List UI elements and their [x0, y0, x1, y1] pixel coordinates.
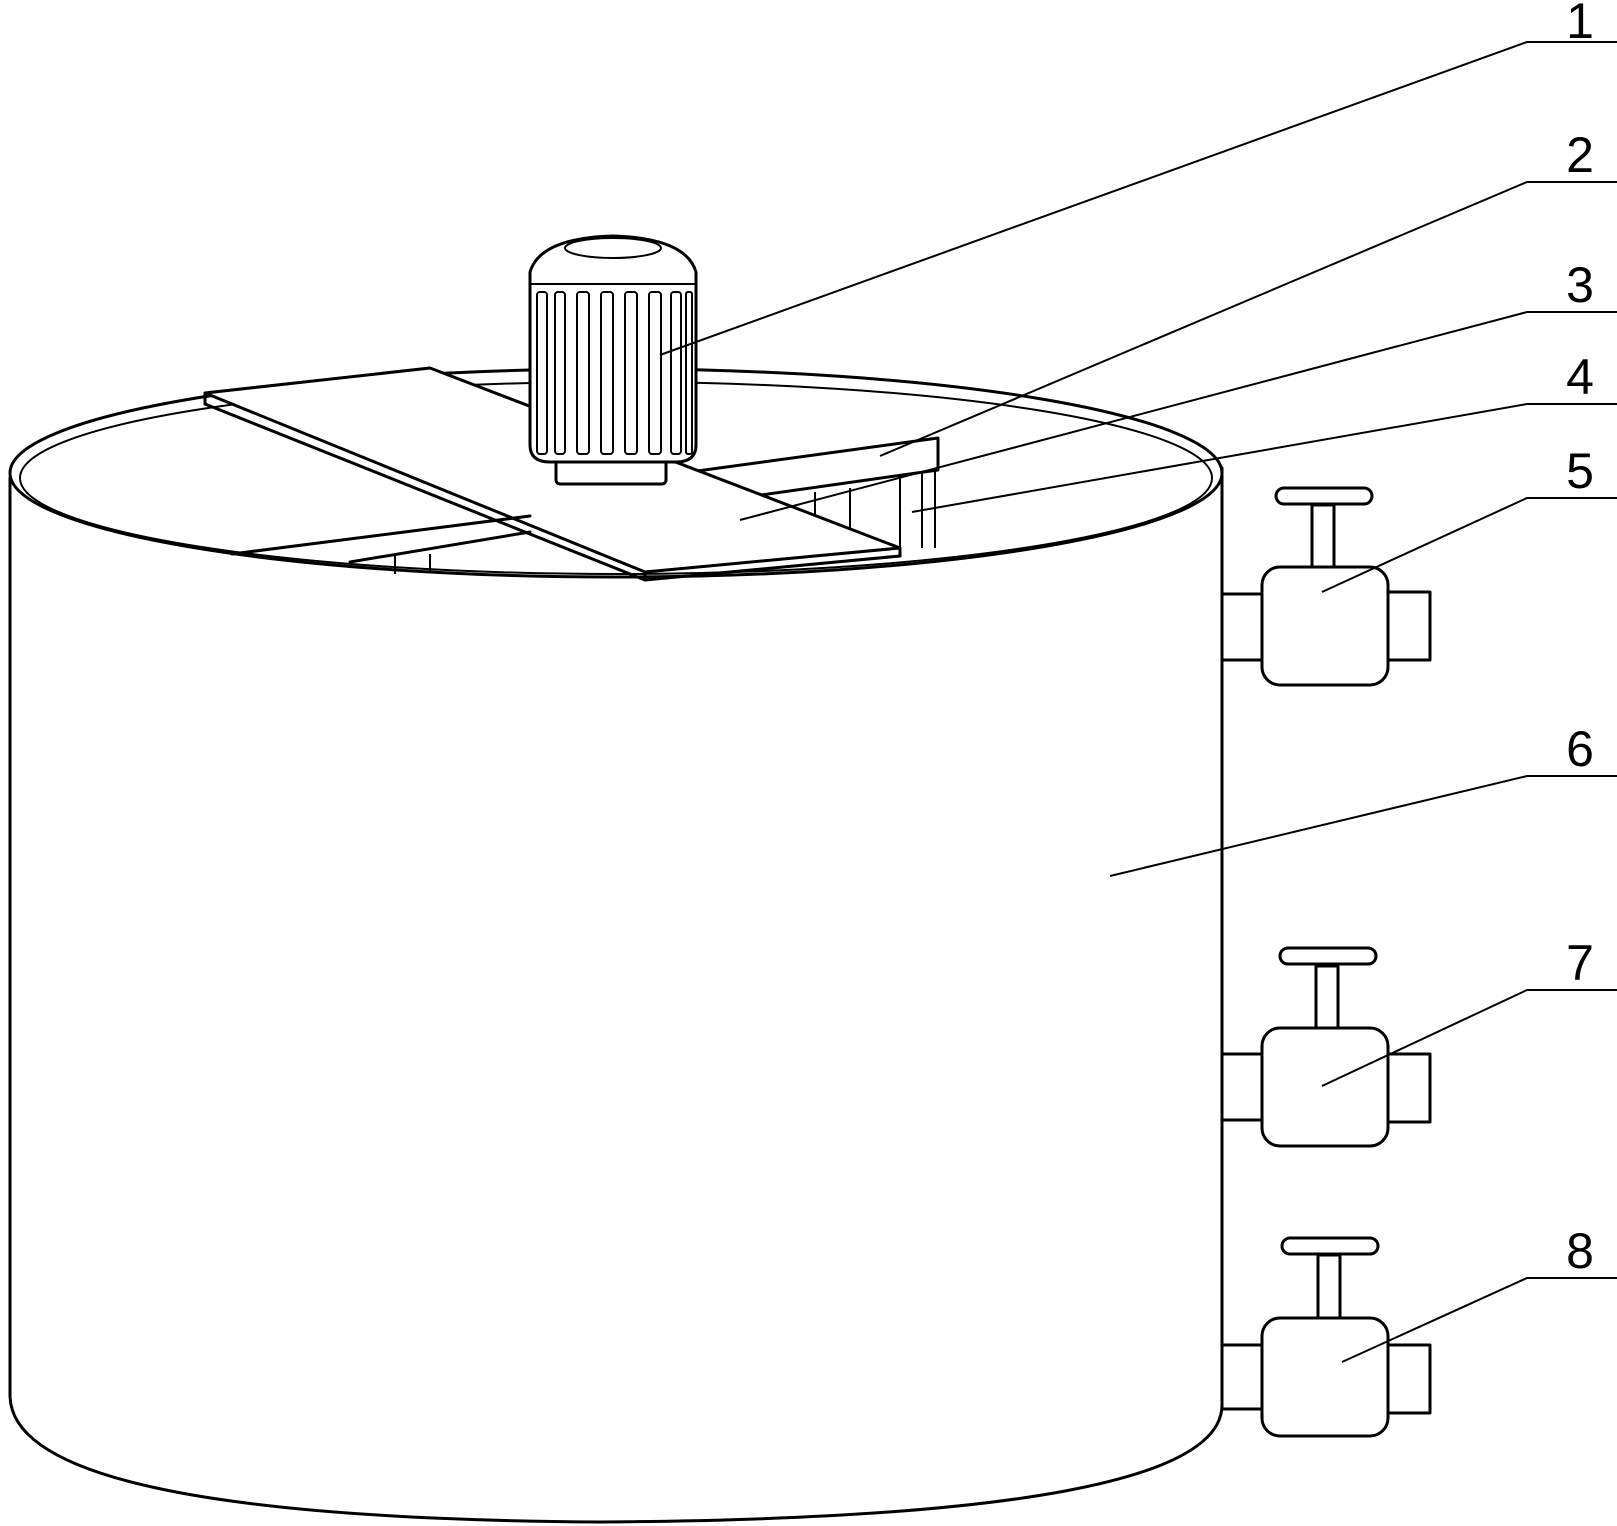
valve-middle	[1220, 946, 1432, 1148]
callout-5: 5	[1566, 443, 1594, 499]
callout-2: 2	[1566, 127, 1594, 183]
callout-3: 3	[1566, 257, 1594, 313]
callout-1: 1	[1566, 0, 1594, 49]
callout-labels: 1 2 3 4 5 6 7 8	[1566, 0, 1594, 1279]
stirring-rods	[394, 470, 936, 574]
callout-6: 6	[1566, 721, 1594, 777]
motor	[528, 234, 698, 486]
motor-fins	[536, 291, 693, 455]
cross-plate	[203, 366, 902, 582]
callout-7: 7	[1566, 935, 1594, 991]
valve-upper	[1220, 486, 1432, 687]
callout-8: 8	[1566, 1223, 1594, 1279]
callout-4: 4	[1566, 349, 1594, 405]
leader-lines	[659, 41, 1617, 1363]
valve-lower	[1220, 1236, 1432, 1438]
